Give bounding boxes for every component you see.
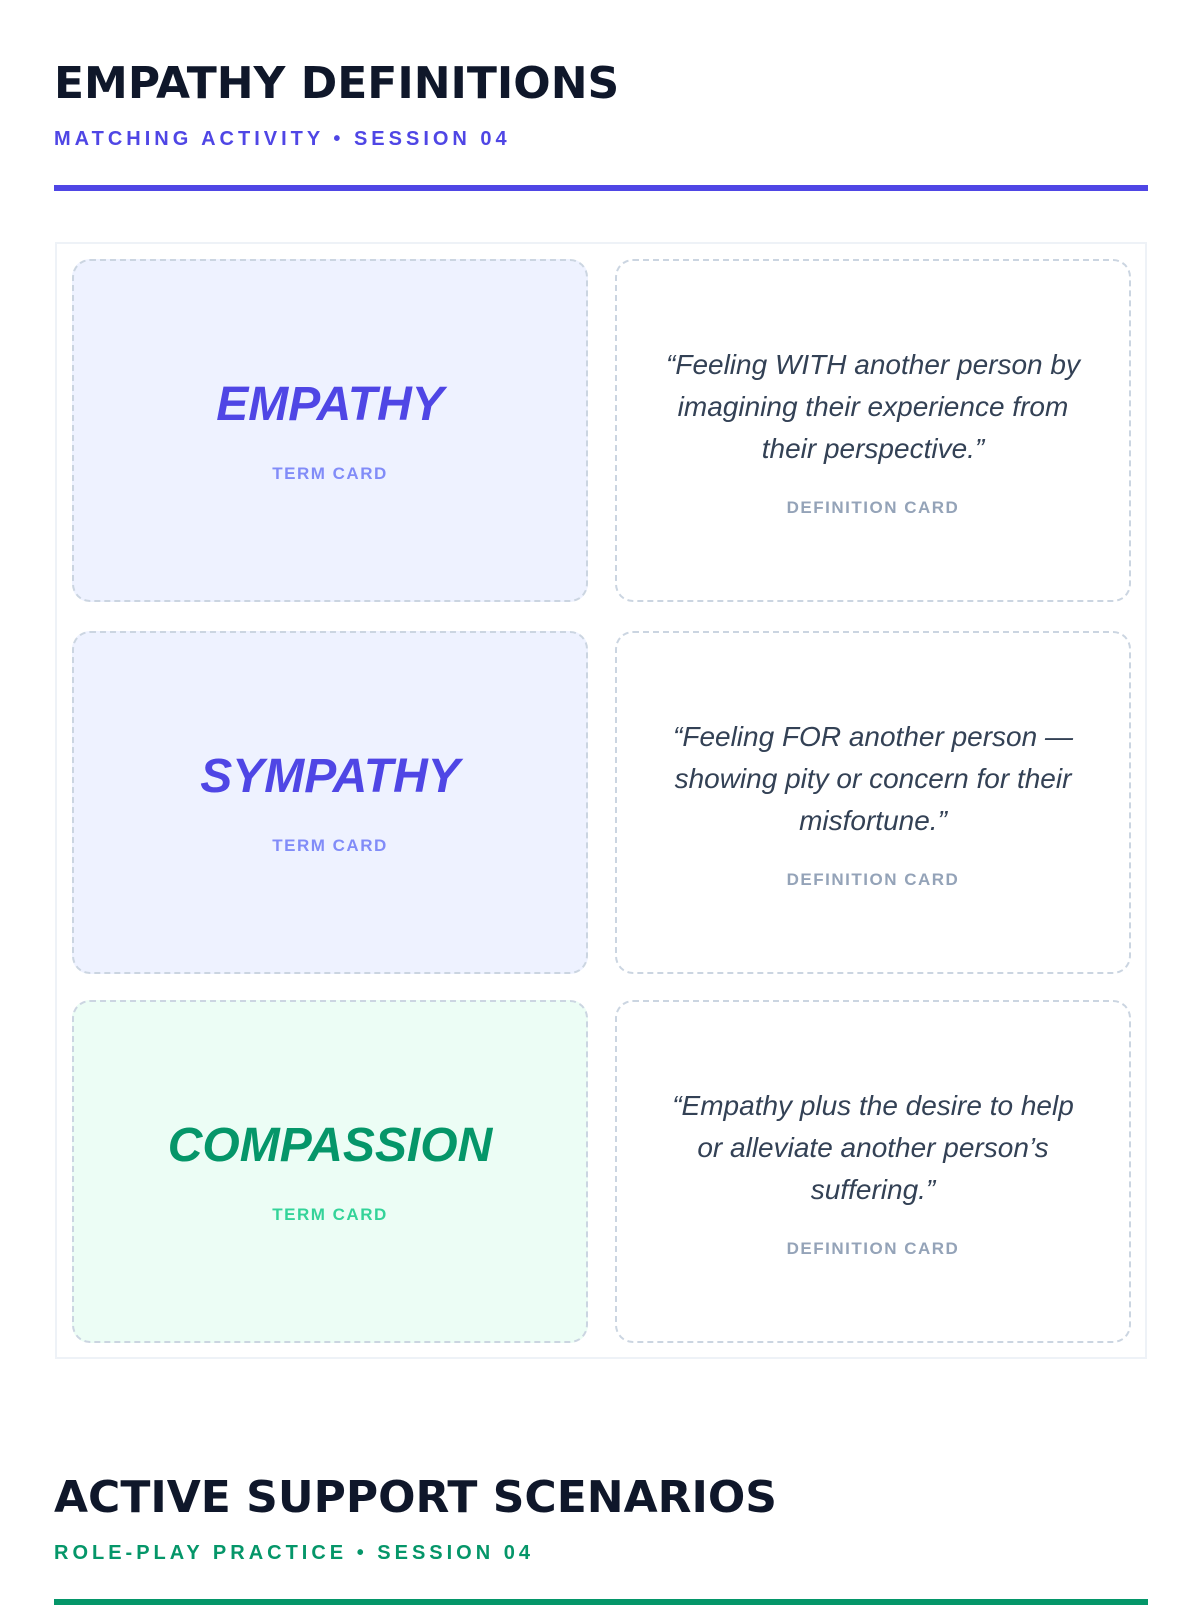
term-card-label: TERM CARD xyxy=(272,464,388,483)
definition-text: “Feeling WITH another person by imaginin… xyxy=(666,348,1080,464)
definition-card-label: DEFINITION CARD xyxy=(786,1238,960,1258)
section-title: EMPATHY DEFINITIONS xyxy=(54,58,620,109)
term-card-empathy[interactable]: EMPATHY TERM CARD xyxy=(72,259,588,602)
term-card-label: TERM CARD xyxy=(272,836,388,855)
term-word: SYMPATHY xyxy=(200,750,460,803)
definition-card-empathy[interactable]: “Feeling WITH another person by imaginin… xyxy=(615,259,1131,602)
section-divider xyxy=(54,185,1148,191)
definition-text: “Empathy plus the desire to help or alle… xyxy=(672,1089,1074,1205)
definition-text: “Feeling FOR another person —showing pit… xyxy=(673,720,1073,836)
matching-card-grid: EMPATHY TERM CARD “Feeling WITH another … xyxy=(55,242,1147,1359)
section-header-empathy-definitions: EMPATHY DEFINITIONS MATCHING ACTIVITY • … xyxy=(54,62,1148,191)
section-subtitle: MATCHING ACTIVITY • SESSION 04 xyxy=(54,128,511,150)
definition-card-label: DEFINITION CARD xyxy=(786,869,960,889)
definition-card-sympathy[interactable]: “Feeling FOR another person —showing pit… xyxy=(615,631,1131,974)
term-word: COMPASSION xyxy=(167,1119,493,1172)
definition-card-label: DEFINITION CARD xyxy=(786,497,960,517)
term-card-compassion[interactable]: COMPASSION TERM CARD xyxy=(72,1000,588,1343)
definition-card-compassion[interactable]: “Empathy plus the desire to help or alle… xyxy=(615,1000,1131,1343)
section-subtitle: ROLE-PLAY PRACTICE • SESSION 04 xyxy=(54,1542,534,1564)
term-card-label: TERM CARD xyxy=(272,1205,388,1224)
term-card-sympathy[interactable]: SYMPATHY TERM CARD xyxy=(72,631,588,974)
term-word: EMPATHY xyxy=(216,378,444,431)
section-title: ACTIVE SUPPORT SCENARIOS xyxy=(54,1472,777,1523)
section-header-active-support: ACTIVE SUPPORT SCENARIOS ROLE-PLAY PRACT… xyxy=(54,1476,1148,1605)
